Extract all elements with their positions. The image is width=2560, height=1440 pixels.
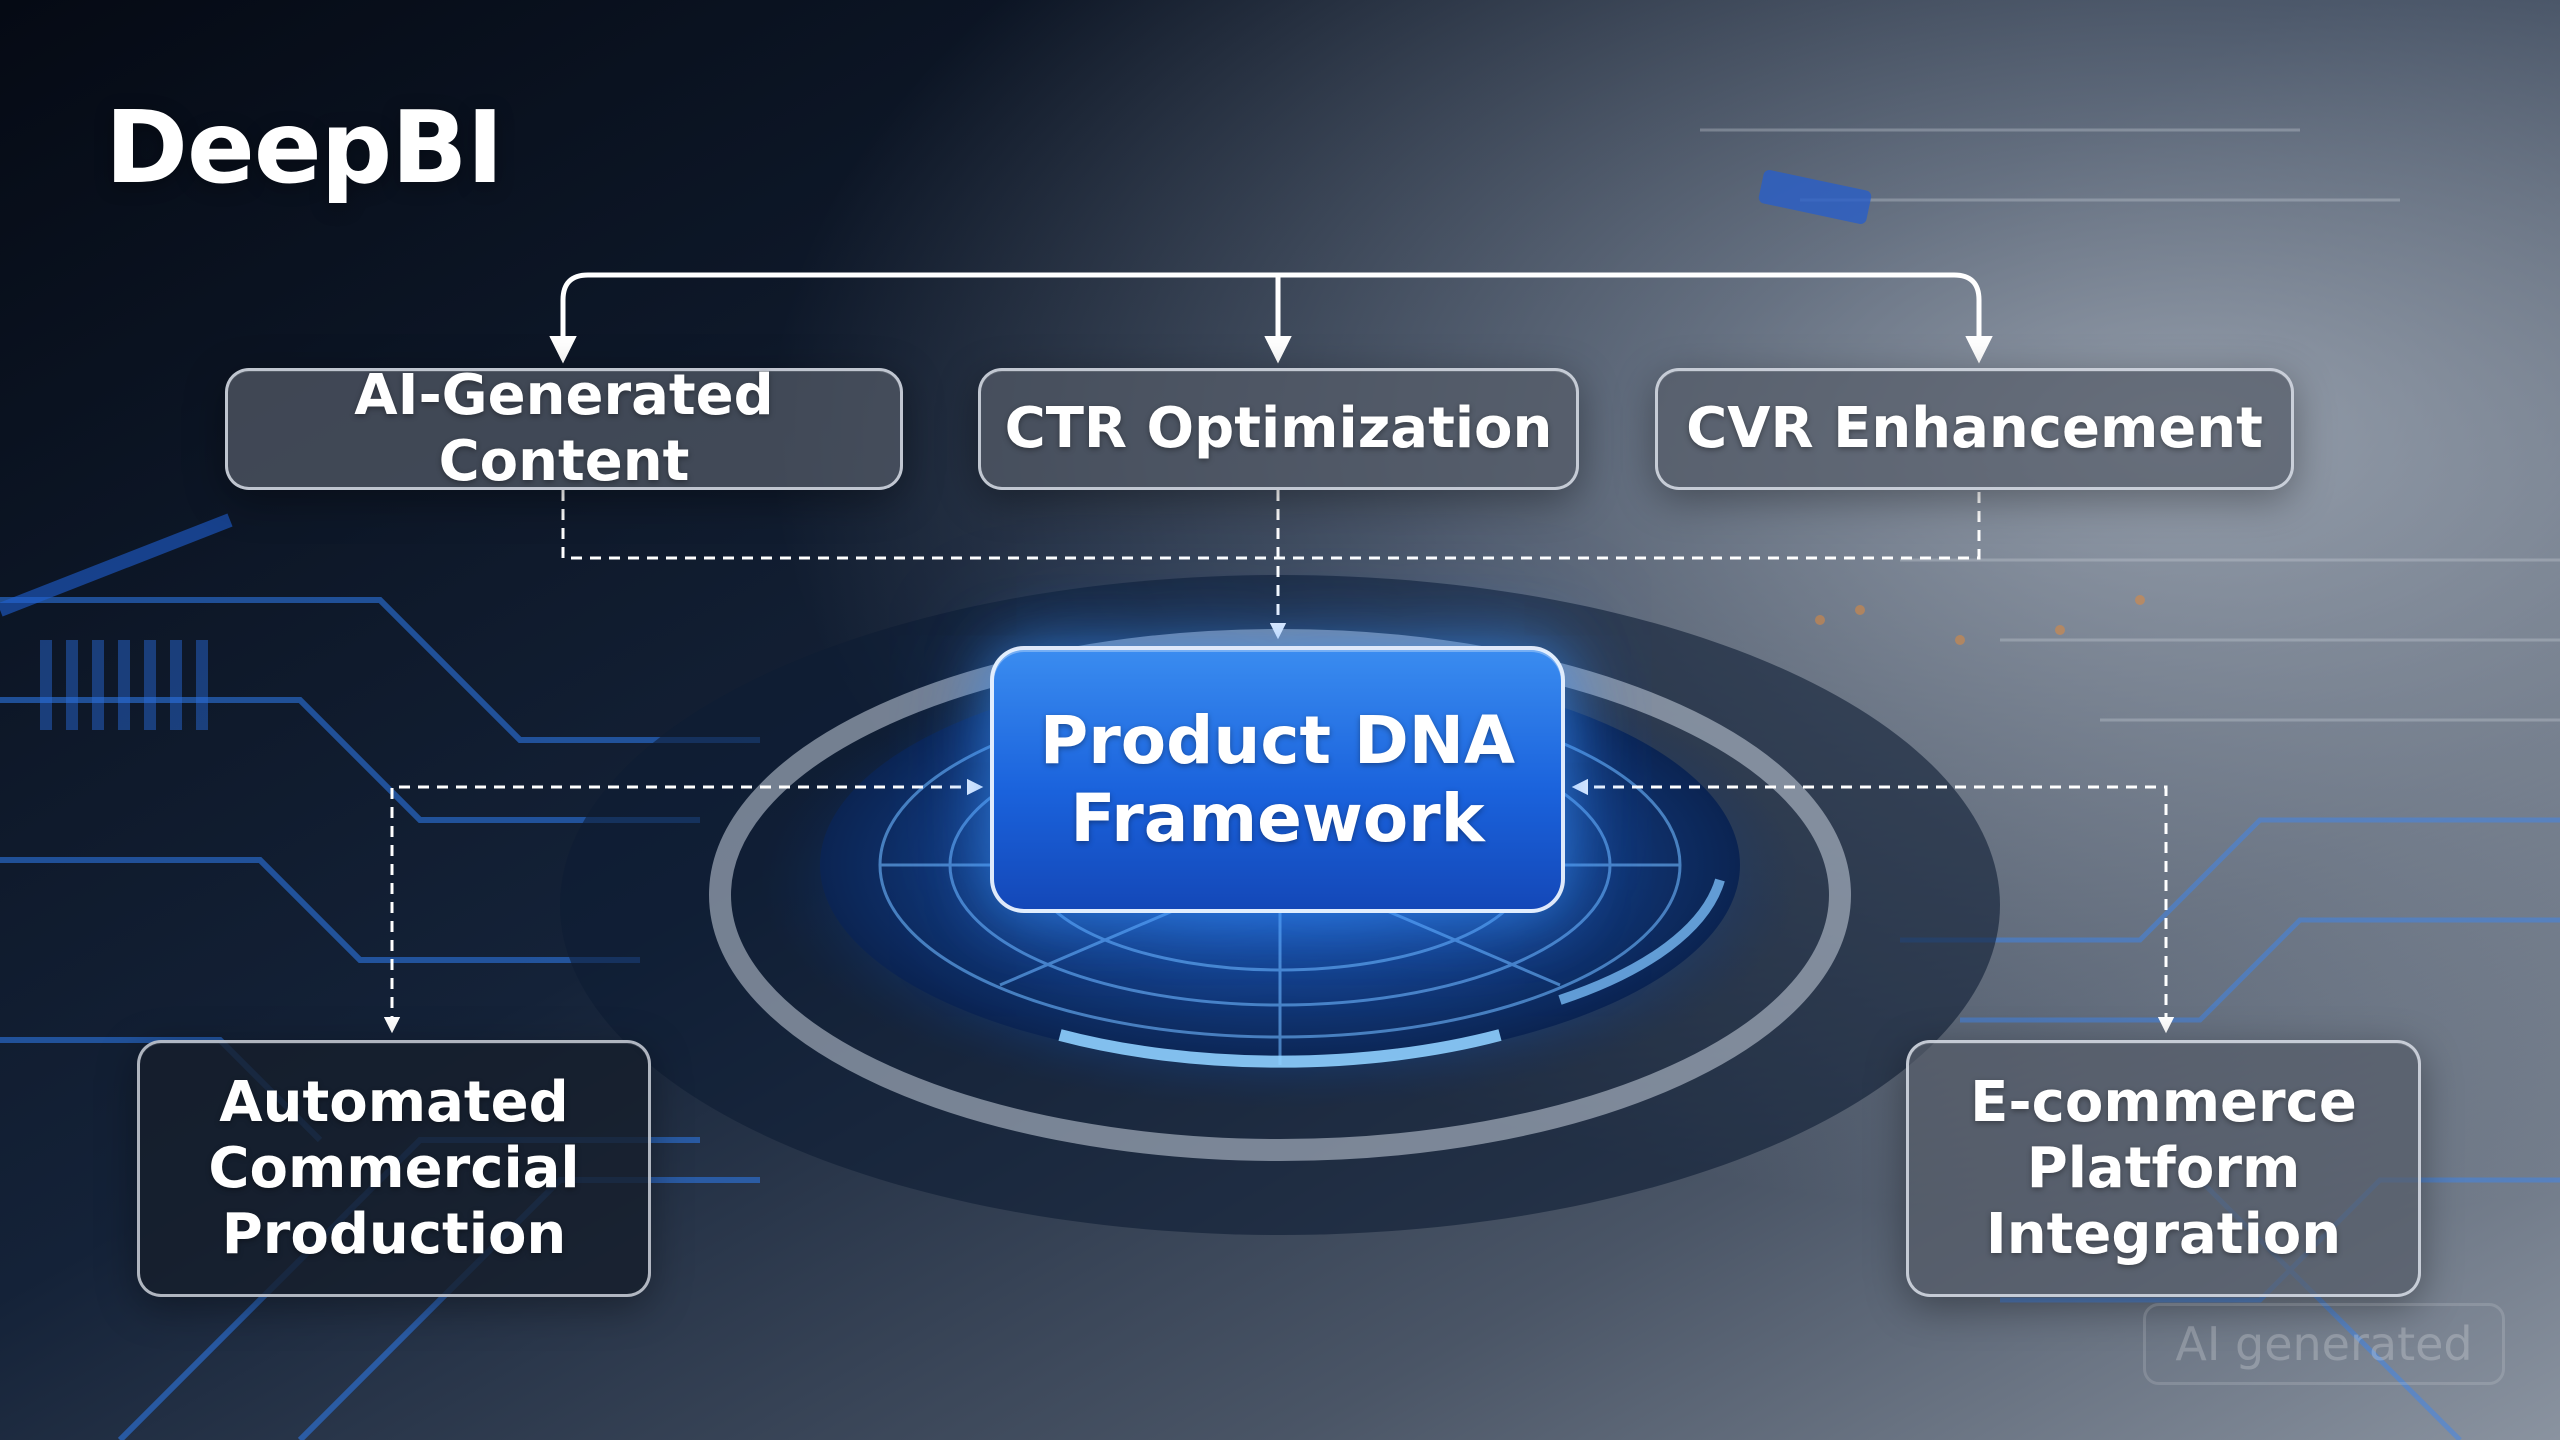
node-product-dna-framework-line-2: Framework [1070, 779, 1485, 857]
node-ai-generated-content[interactable]: AI-Generated Content [225, 363, 903, 494]
node-cvr-enhancement[interactable]: CVR Enhancement [1655, 368, 2294, 490]
node-ecommerce-line-3: Integration [1985, 1201, 2342, 1267]
node-automated-commercial-production[interactable]: Automated Commercial Production [137, 1040, 651, 1297]
node-product-dna-framework-line-1: Product DNA [1039, 701, 1516, 779]
node-automated-line-2: Commercial [208, 1135, 580, 1201]
node-cvr-enhancement-label: CVR Enhancement [1686, 396, 2263, 461]
node-ecommerce-platform-integration[interactable]: E-commerce Platform Integration [1906, 1040, 2421, 1297]
brand-logo-text: DeepBI [105, 89, 504, 206]
ai-generated-watermark: AI generated [2143, 1303, 2505, 1385]
node-ctr-optimization-label: CTR Optimization [1004, 396, 1553, 461]
node-ctr-optimization[interactable]: CTR Optimization [978, 368, 1579, 490]
node-product-dna-framework[interactable]: Product DNA Framework [990, 646, 1565, 913]
node-ai-generated-content-label: AI-Generated Content [354, 363, 774, 494]
node-ecommerce-line-2: Platform [2026, 1135, 2301, 1201]
node-automated-line-3: Production [221, 1201, 567, 1267]
node-automated-line-1: Automated [219, 1069, 569, 1135]
node-ecommerce-line-1: E-commerce [1970, 1069, 2357, 1135]
